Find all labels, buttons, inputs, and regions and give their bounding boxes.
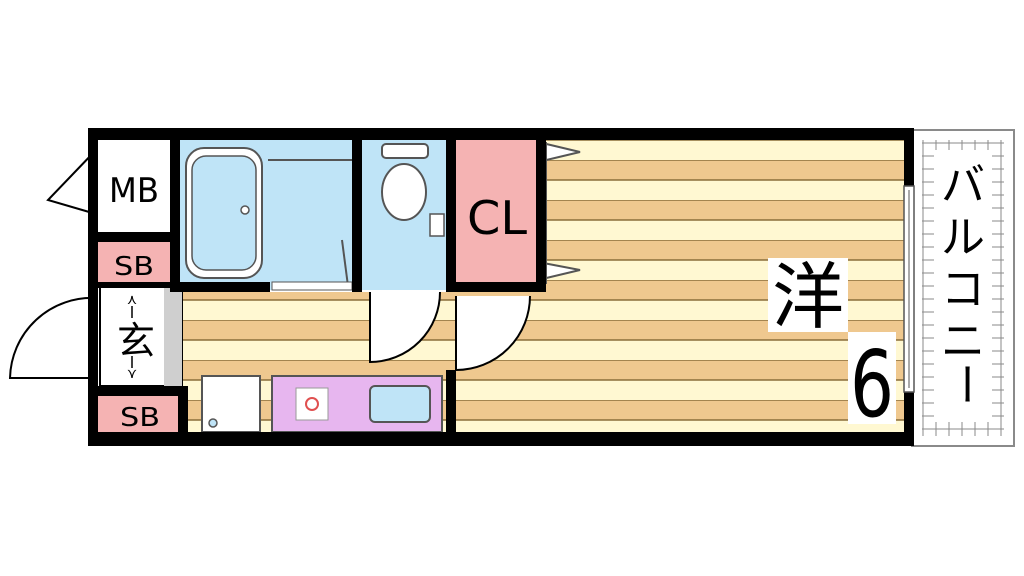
balcony-char-4: ニ	[941, 316, 985, 367]
western-size-bg	[848, 332, 896, 424]
bathtub-basin	[191, 155, 257, 271]
entrance-label: 玄	[117, 319, 155, 363]
meter-box-door	[46, 149, 97, 215]
stove-burner-icon	[305, 397, 319, 411]
toilet-bowl	[381, 163, 427, 221]
sb-bottom-label: SB	[120, 403, 160, 433]
balcony-char-1: バ	[941, 160, 985, 211]
mb-label: MB	[109, 171, 159, 211]
entrance-step	[164, 286, 182, 386]
entrance-arrow-down-icon: ⋎	[127, 366, 137, 382]
shoe-box-bottom-area	[98, 396, 178, 432]
toilet-paper-holder	[429, 213, 445, 237]
balcony-char-2: ル	[941, 212, 985, 263]
balcony-char-3: コ	[941, 264, 985, 315]
room-door	[455, 295, 531, 372]
kitchen-sink	[369, 385, 431, 423]
bath-door-line	[341, 239, 349, 287]
entrance-arrow-up-icon: ⋏	[127, 292, 137, 308]
stove	[295, 387, 329, 421]
bathtub-drain	[240, 205, 250, 215]
western-room-label: 洋	[772, 255, 844, 339]
western-label-bg	[768, 258, 848, 332]
balcony-char-5: ー	[940, 362, 991, 406]
walls	[88, 128, 914, 446]
toilet-tank	[381, 143, 429, 159]
toilet-door	[369, 291, 441, 364]
sb-top-label: SB	[114, 252, 154, 282]
washer-drain	[208, 418, 218, 428]
western-size-label: 6	[850, 331, 894, 438]
meter-box-area	[98, 140, 170, 232]
closet-label: CL	[467, 191, 527, 245]
bath-threshold	[271, 281, 353, 291]
front-door	[8, 296, 97, 379]
shoe-box-top-area	[98, 242, 170, 282]
balcony-label-bg	[934, 150, 992, 422]
balcony-label: バ ル コ ニ ー	[940, 160, 991, 406]
closet-floor	[456, 140, 536, 282]
